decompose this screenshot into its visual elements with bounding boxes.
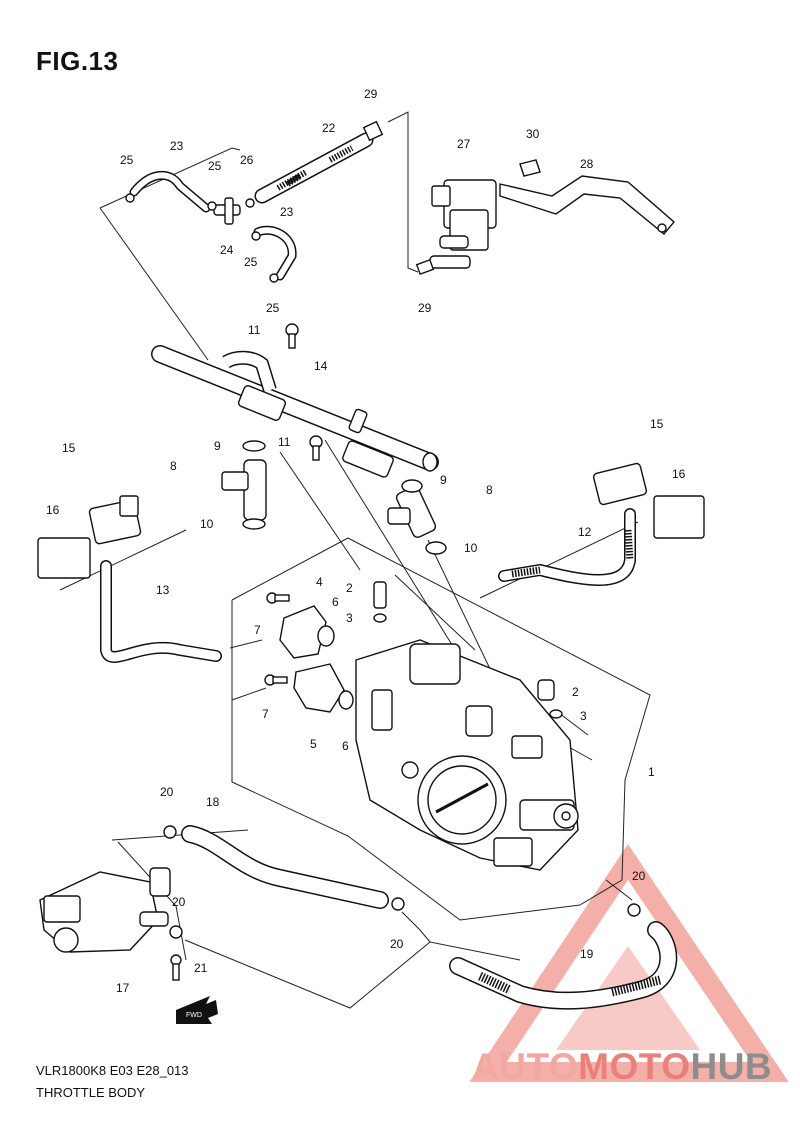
diagram-caption: THROTTLE BODY	[36, 1085, 146, 1100]
callout-19: 19	[580, 947, 594, 961]
throttle-sensors	[264, 581, 563, 719]
fwd-arrow: FWD	[176, 996, 218, 1024]
callout-26: 26	[240, 153, 254, 167]
callout-3-bottom: 3	[580, 709, 587, 723]
callout-27: 27	[457, 137, 471, 151]
callout-25-b: 25	[208, 159, 222, 173]
watermark-triangle	[469, 844, 789, 1082]
callout-9-left: 9	[214, 439, 221, 453]
assembly-boundary-lines	[59, 111, 651, 1009]
callout-8-left: 8	[170, 459, 177, 473]
solenoid-valve	[415, 159, 675, 275]
callout-6-bottom: 6	[342, 739, 349, 753]
figure-title: FIG.13	[36, 46, 119, 76]
callout-2-bottom: 2	[572, 685, 579, 699]
watermark-part-hub: HUB	[690, 1046, 773, 1087]
callout-21: 21	[194, 961, 208, 975]
callout-29-bottom: 29	[418, 301, 432, 315]
callout-23-left: 23	[170, 139, 184, 153]
callout-labels: 29 22 27 30 28 23 25 25 26 23 24 25 25 2…	[46, 87, 686, 995]
callout-10-right: 10	[464, 541, 478, 555]
callout-25-d: 25	[266, 301, 280, 315]
callout-7-top: 7	[254, 623, 261, 637]
callout-22: 22	[322, 121, 336, 135]
watermark-text: AUTOMOTOHUB	[472, 1046, 772, 1088]
callout-24: 24	[220, 243, 234, 257]
callout-23-right: 23	[280, 205, 294, 219]
idle-speed-valve	[39, 867, 182, 981]
callout-5: 5	[310, 737, 317, 751]
callout-16-right: 16	[672, 467, 686, 481]
callout-1: 1	[648, 765, 655, 779]
callout-11-top: 11	[248, 323, 261, 337]
callout-25-c: 25	[244, 255, 258, 269]
fuel-delivery-pipe	[151, 323, 439, 478]
callout-20-a: 20	[160, 785, 174, 799]
callout-4: 4	[316, 575, 323, 589]
callout-8-right: 8	[486, 483, 493, 497]
callout-7-bottom: 7	[262, 707, 269, 721]
watermark-part-moto: MOTO	[578, 1046, 691, 1087]
callout-15-left: 15	[62, 441, 76, 455]
fuel-injector	[221, 440, 447, 555]
watermark-part-auto: AUTO	[472, 1046, 579, 1087]
callout-2-top: 2	[346, 581, 353, 595]
callout-17: 17	[116, 981, 130, 995]
callout-14: 14	[314, 359, 328, 373]
callout-11-mid: 11	[278, 435, 291, 449]
callout-20-b: 20	[172, 895, 186, 909]
callout-25-a: 25	[120, 153, 134, 167]
callout-20-d: 20	[632, 869, 646, 883]
callout-6-top: 6	[332, 595, 339, 609]
throttle-body	[355, 639, 579, 871]
callout-16-left: 16	[46, 503, 60, 517]
diagram-code: VLR1800K8 E03 E28_013	[36, 1063, 189, 1078]
callout-3-top: 3	[346, 611, 353, 625]
callout-13: 13	[156, 583, 170, 597]
callout-9-right: 9	[440, 473, 447, 487]
callout-20-c: 20	[390, 937, 404, 951]
coolant-hoses	[163, 825, 678, 1010]
callout-29-top: 29	[364, 87, 378, 101]
fwd-label: FWD	[186, 1012, 202, 1019]
callout-28: 28	[580, 157, 594, 171]
spring-hose	[254, 120, 384, 204]
callout-30: 30	[526, 127, 540, 141]
callout-12: 12	[578, 525, 592, 539]
vacuum-hose-set	[125, 170, 297, 283]
callout-18: 18	[206, 795, 220, 809]
callout-15-right: 15	[650, 417, 664, 431]
map-sensor-left	[37, 495, 222, 663]
callout-10-left: 10	[200, 517, 214, 531]
map-sensor-right	[498, 462, 705, 586]
